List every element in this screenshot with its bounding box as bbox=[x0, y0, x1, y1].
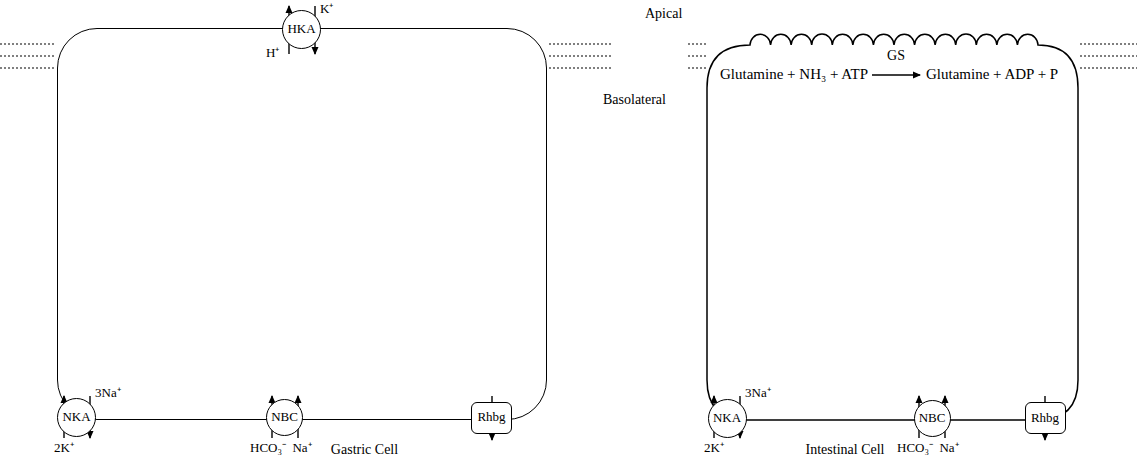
channel-box: Rhbg bbox=[471, 402, 512, 434]
ion-label: K⁺ bbox=[320, 2, 333, 17]
cell-name: Intestinal Cell bbox=[806, 442, 885, 457]
reaction-text: Glutamine + NH₃ + ATP bbox=[720, 66, 868, 83]
transporter-name: NKA bbox=[62, 410, 90, 424]
transporter-name: HKA bbox=[287, 22, 315, 36]
transporter-name: NBC bbox=[919, 411, 946, 425]
flux-arrows bbox=[64, 6, 1045, 440]
transporter-name: Rhbg bbox=[1031, 411, 1059, 425]
tight-junction bbox=[0, 44, 1137, 68]
ion-label: 3Na⁺ bbox=[745, 386, 771, 401]
cell-outline: Intestinal CellNKANBCRhbg bbox=[707, 28, 1078, 420]
ion-label: Na⁺ bbox=[939, 441, 958, 456]
region-label: Apical bbox=[645, 6, 682, 22]
transporter-name: Rhbg bbox=[477, 410, 505, 424]
enzyme-label: GS bbox=[887, 48, 905, 64]
channel-box: Rhbg bbox=[1025, 402, 1066, 434]
transporter-name: NKA bbox=[713, 411, 741, 425]
transporter-circle: NKA bbox=[708, 399, 747, 438]
reaction-text: Glutamine + ADP + P bbox=[926, 66, 1058, 83]
cell-membrane bbox=[707, 28, 1078, 420]
transporter-circle: NBC bbox=[266, 399, 303, 436]
ion-label: 2K⁺ bbox=[54, 441, 74, 456]
ion-label: 2K⁺ bbox=[704, 441, 724, 456]
ion-label: HCO₃⁻ bbox=[897, 441, 933, 456]
cell-outline: Gastric CellHKANKANBCRhbg bbox=[57, 28, 547, 420]
transporter-name: NBC bbox=[271, 410, 298, 424]
ion-label: HCO₃⁻ bbox=[250, 441, 286, 456]
region-label: Basolateral bbox=[603, 92, 666, 108]
cell-name: Gastric Cell bbox=[331, 442, 398, 457]
ion-label: Na⁺ bbox=[292, 441, 311, 456]
transporter-circle: NKA bbox=[57, 398, 96, 437]
transporter-circle: HKA bbox=[282, 10, 321, 49]
transporter-circle: NBC bbox=[914, 400, 951, 437]
ion-label: 3Na⁺ bbox=[95, 386, 121, 401]
ion-label: H⁺ bbox=[266, 46, 279, 61]
